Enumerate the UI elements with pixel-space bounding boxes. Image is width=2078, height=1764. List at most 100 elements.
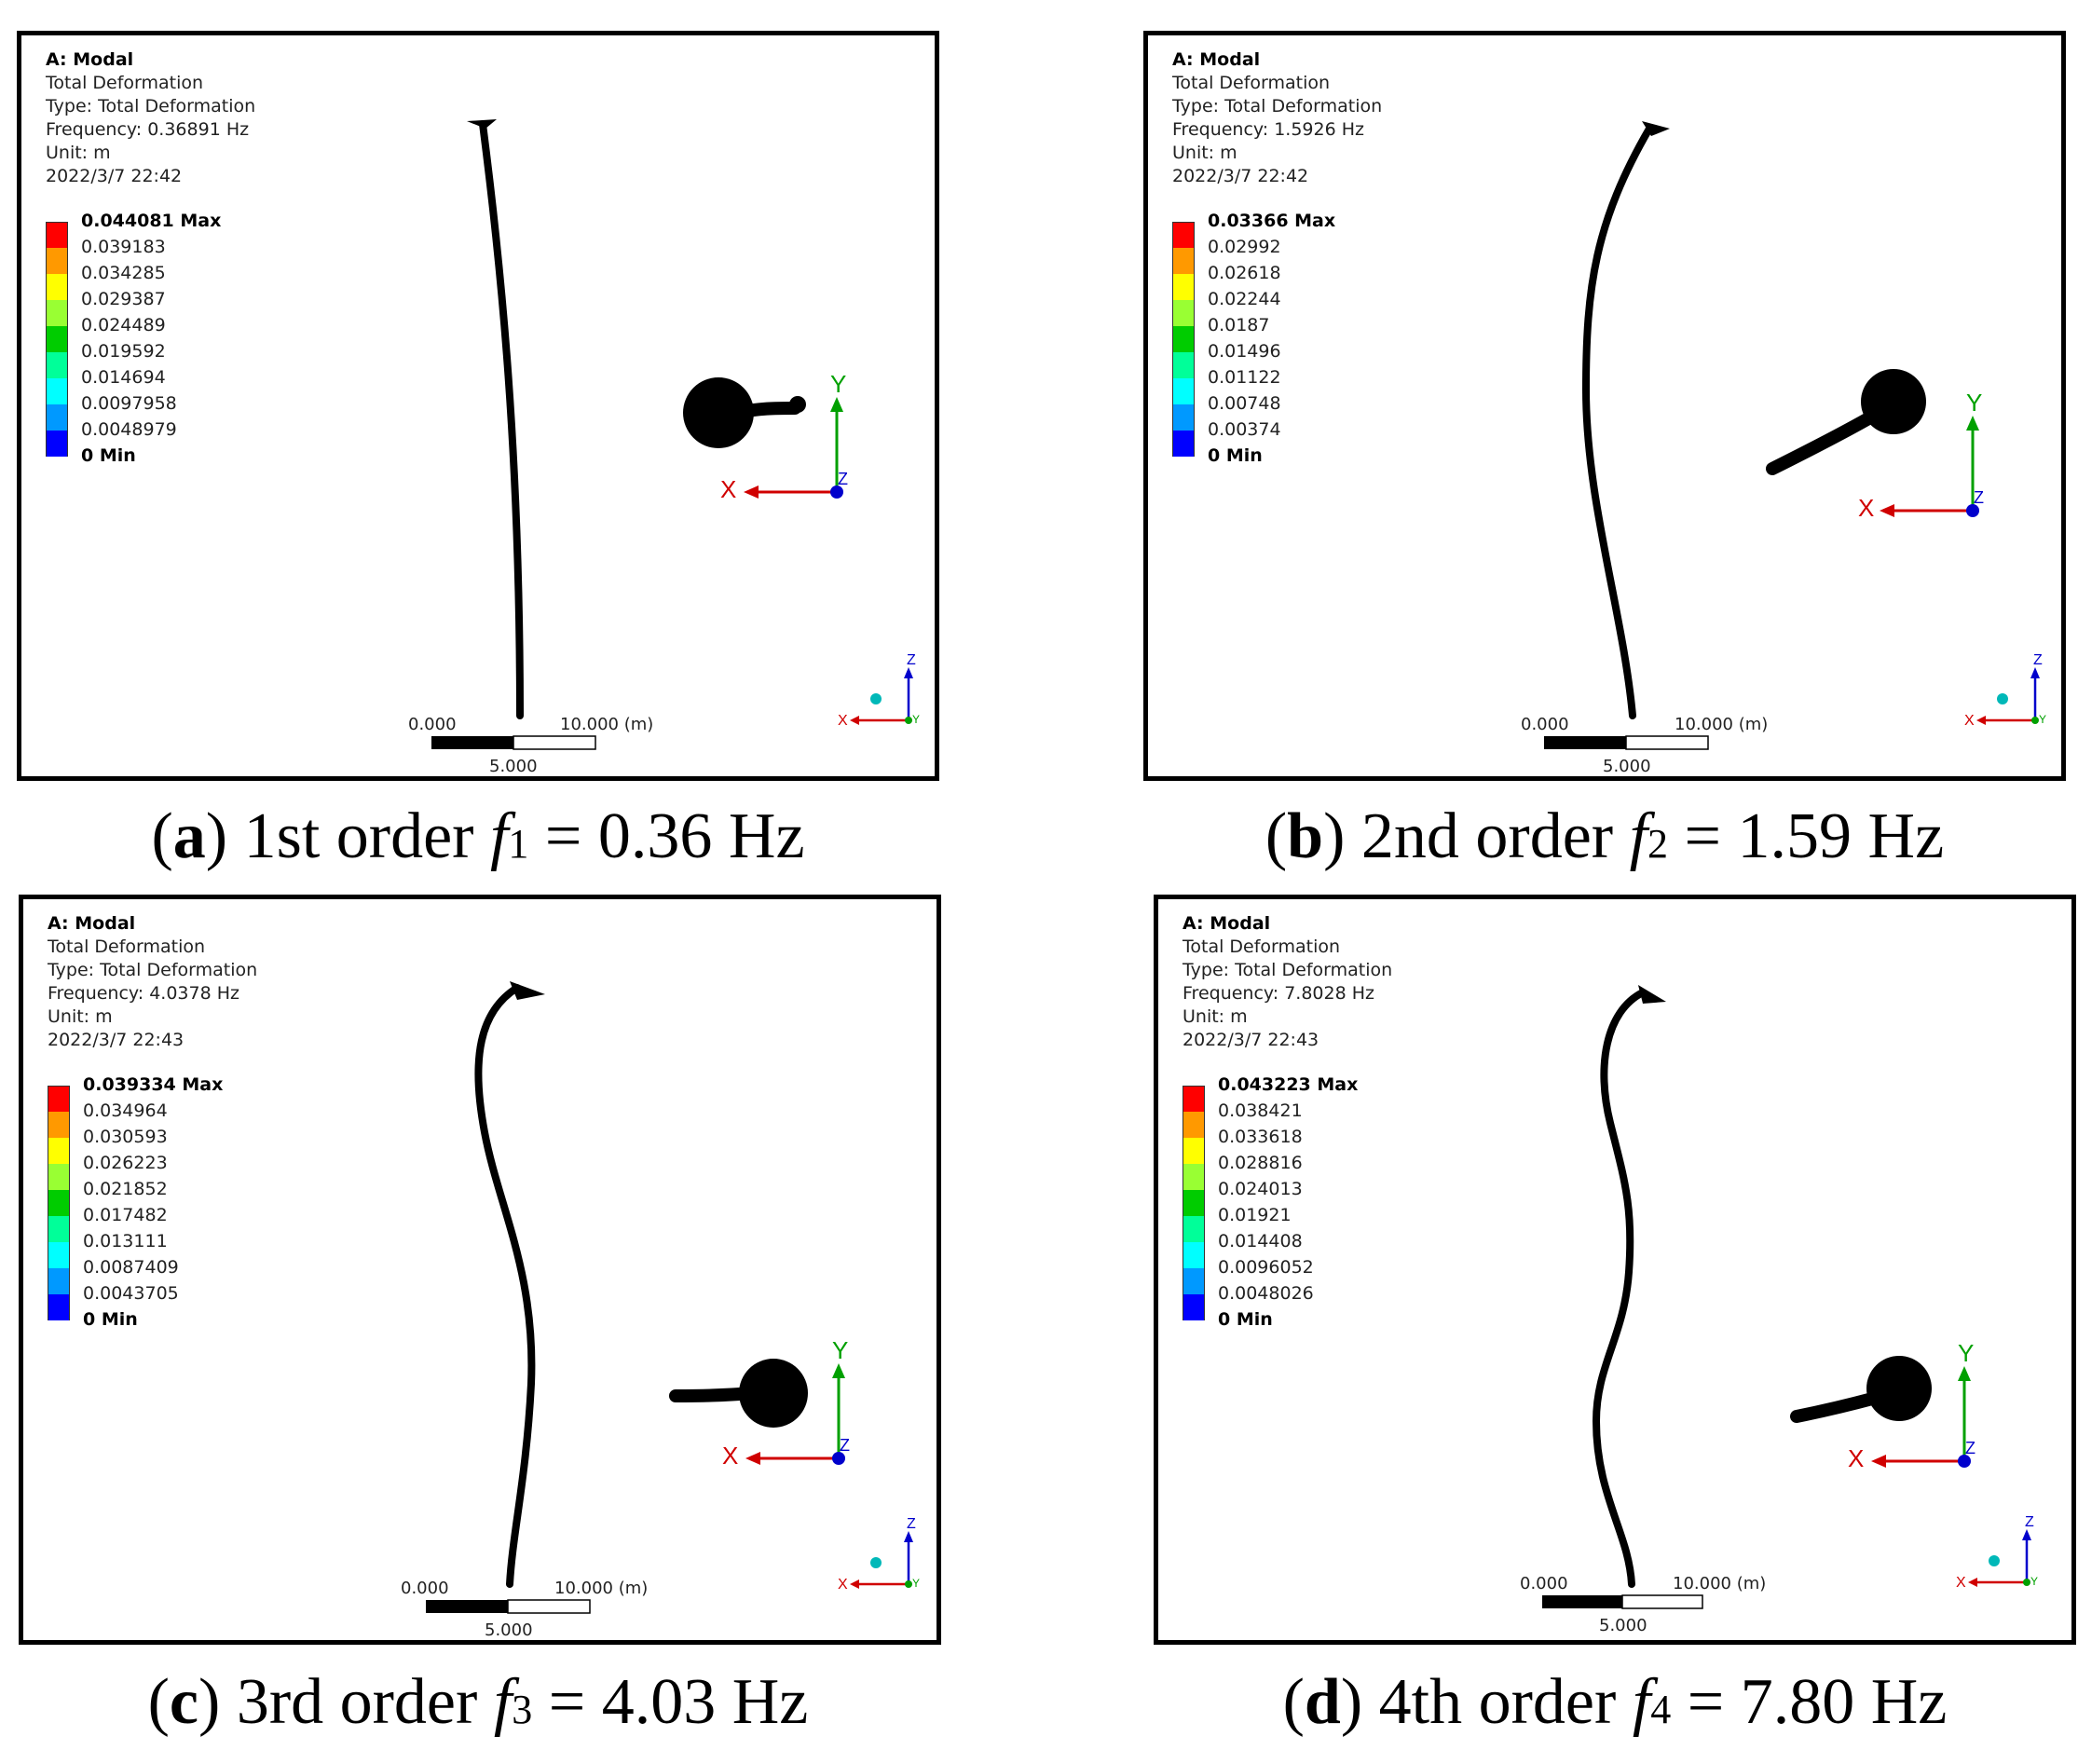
- scale-right: 10.000 (m): [554, 1579, 648, 1598]
- info-title: A: Modal: [1183, 913, 1271, 934]
- info-type: Type: Total Deformation: [48, 960, 258, 980]
- legend-value: 0.033618: [1218, 1127, 1303, 1147]
- cross-section-circle: [1866, 1356, 1932, 1421]
- mini-axis-triad: Z X Y: [838, 1516, 920, 1593]
- info-result: Total Deformation: [1183, 937, 1341, 957]
- tower-top-cap: [510, 981, 545, 1000]
- cross-section-arm: [732, 402, 801, 419]
- scale-bar: 0.000 10.000 (m) 5.000: [1521, 715, 1768, 776]
- legend-value: 0.014694: [81, 367, 166, 388]
- panel-b: A: Modal Total Deformation Type: Total D…: [1143, 31, 2066, 781]
- info-result: Total Deformation: [46, 73, 204, 93]
- legend-value: 0.038421: [1218, 1101, 1303, 1121]
- mini-triad-z-label: Z: [2033, 652, 2043, 668]
- triad-y-label: Y: [1958, 1339, 1974, 1367]
- info-frequency: Frequency: 4.0378 Hz: [48, 983, 239, 1004]
- info-result: Total Deformation: [1172, 73, 1331, 93]
- tower-top-cap: [1642, 121, 1670, 136]
- legend-swatch: [48, 1294, 70, 1320]
- triad-y-label: Y: [830, 370, 846, 398]
- mini-triad-y-label: Y: [912, 1577, 920, 1590]
- legend-swatch: [48, 1112, 70, 1138]
- triad-z-label: Z: [1974, 488, 1984, 507]
- cross-section-arm: [669, 1387, 757, 1402]
- legend-swatch: [1172, 300, 1195, 326]
- legend-swatch: [1172, 248, 1195, 274]
- legend-value: 0.024489: [81, 315, 166, 335]
- legend-value: 0.028816: [1218, 1153, 1303, 1173]
- legend-value: 0.01921: [1218, 1205, 1292, 1225]
- legend-swatch: [1172, 326, 1195, 352]
- legend-swatch: [1183, 1268, 1205, 1294]
- legend-value: 0.0043705: [83, 1283, 179, 1304]
- cross-section-circle: [1861, 369, 1926, 434]
- caption-b: (b) 2nd order f2 = 1.59 Hz: [1265, 800, 1945, 872]
- cross-section-view: [1790, 1356, 1932, 1423]
- mini-triad-z-label: Z: [2025, 1514, 2034, 1530]
- result-info: A: Modal Total Deformation Type: Total D…: [1183, 912, 1392, 1052]
- legend-swatch: [1183, 1112, 1205, 1138]
- deformed-tower-shape: [1592, 989, 1647, 1588]
- legend-value: 0.021852: [83, 1179, 168, 1199]
- legend-swatch: [46, 352, 68, 378]
- legend-value: 0.0087409: [83, 1257, 179, 1278]
- info-type: Type: Total Deformation: [1183, 960, 1393, 980]
- triad-x-label: X: [1858, 494, 1874, 522]
- scale-bar: 0.000 10.000 (m) 5.000: [1520, 1574, 1766, 1635]
- tower-top-cap: [1638, 985, 1666, 1004]
- cross-section-circle: [683, 377, 754, 448]
- scale-left: 0.000: [408, 715, 457, 734]
- cross-section-view: [683, 377, 806, 448]
- info-result: Total Deformation: [48, 937, 206, 957]
- cross-section-view: [669, 1359, 808, 1428]
- legend-value: 0.014408: [1218, 1231, 1303, 1251]
- axis-triad: Y X Z: [722, 1336, 850, 1470]
- legend-value: 0.00374: [1208, 419, 1281, 440]
- info-timestamp: 2022/3/7 22:43: [1183, 1030, 1319, 1050]
- axis-triad: Y X Z: [720, 370, 848, 503]
- legend-swatch: [1172, 404, 1195, 431]
- info-frequency: Frequency: 1.5926 Hz: [1172, 119, 1364, 140]
- scale-left: 0.000: [1520, 1574, 1568, 1593]
- scale-left: 0.000: [1521, 715, 1569, 734]
- legend-value: 0.02244: [1208, 289, 1281, 309]
- legend-value: 0 Min: [1218, 1309, 1273, 1330]
- info-type: Type: Total Deformation: [1172, 96, 1383, 116]
- cross-section-arm: [1790, 1391, 1882, 1423]
- legend-value: 0.00748: [1208, 393, 1281, 414]
- scale-right: 10.000 (m): [1673, 1574, 1766, 1593]
- deformed-tower-shape: [479, 120, 524, 719]
- legend-swatch: [1183, 1190, 1205, 1216]
- legend-swatch: [1183, 1138, 1205, 1164]
- model-view: Y X Z 0.000 10.000 (m) 5.000 Z X Y: [1521, 121, 2046, 776]
- legend-value: 0.02618: [1208, 263, 1281, 283]
- scale-mid: 5.000: [489, 757, 538, 776]
- mini-triad-y-label: Y: [912, 713, 920, 726]
- scale-bar: 0.000 10.000 (m) 5.000: [408, 715, 653, 776]
- info-frequency: Frequency: 7.8028 Hz: [1183, 983, 1374, 1004]
- scale-right: 10.000 (m): [1675, 715, 1768, 734]
- info-timestamp: 2022/3/7 22:42: [46, 166, 183, 186]
- triad-z-label: Z: [1965, 1439, 1975, 1457]
- legend-value: 0.0097958: [81, 393, 177, 414]
- legend-swatch: [1172, 222, 1195, 248]
- triad-x-label: X: [722, 1442, 738, 1470]
- caption-c: (c) 3rd order f3 = 4.03 Hz: [147, 1666, 809, 1738]
- model-view: Y X Z 0.000 10.000 (m) 5.000 Z X Y: [401, 981, 920, 1640]
- legend-value: 0.01496: [1208, 341, 1281, 362]
- axis-triad: Y X Z: [1848, 1339, 1975, 1472]
- legend-value: 0.034964: [83, 1101, 168, 1121]
- legend-value: 0.039334 Max: [83, 1074, 224, 1095]
- legend-swatch: [46, 300, 68, 326]
- legend-value: 0.030593: [83, 1127, 168, 1147]
- legend-value: 0.039183: [81, 237, 166, 257]
- scale-mid: 5.000: [485, 1620, 533, 1640]
- caption-d: (d) 4th order f4 = 7.80 Hz: [1282, 1666, 1948, 1738]
- info-title: A: Modal: [1172, 49, 1261, 70]
- model-view: Y X Z 0.000 10.000 (m) 5.000 Z X Y: [1520, 985, 2038, 1635]
- triad-y-label: Y: [832, 1336, 848, 1364]
- legend-swatch: [1172, 352, 1195, 378]
- legend-value: 0.0048026: [1218, 1283, 1314, 1304]
- mini-axis-triad: Z X Y: [1956, 1514, 2038, 1591]
- model-view: Y X Z 0.000 10.000 (m) 5.000 Z X Y: [408, 119, 920, 776]
